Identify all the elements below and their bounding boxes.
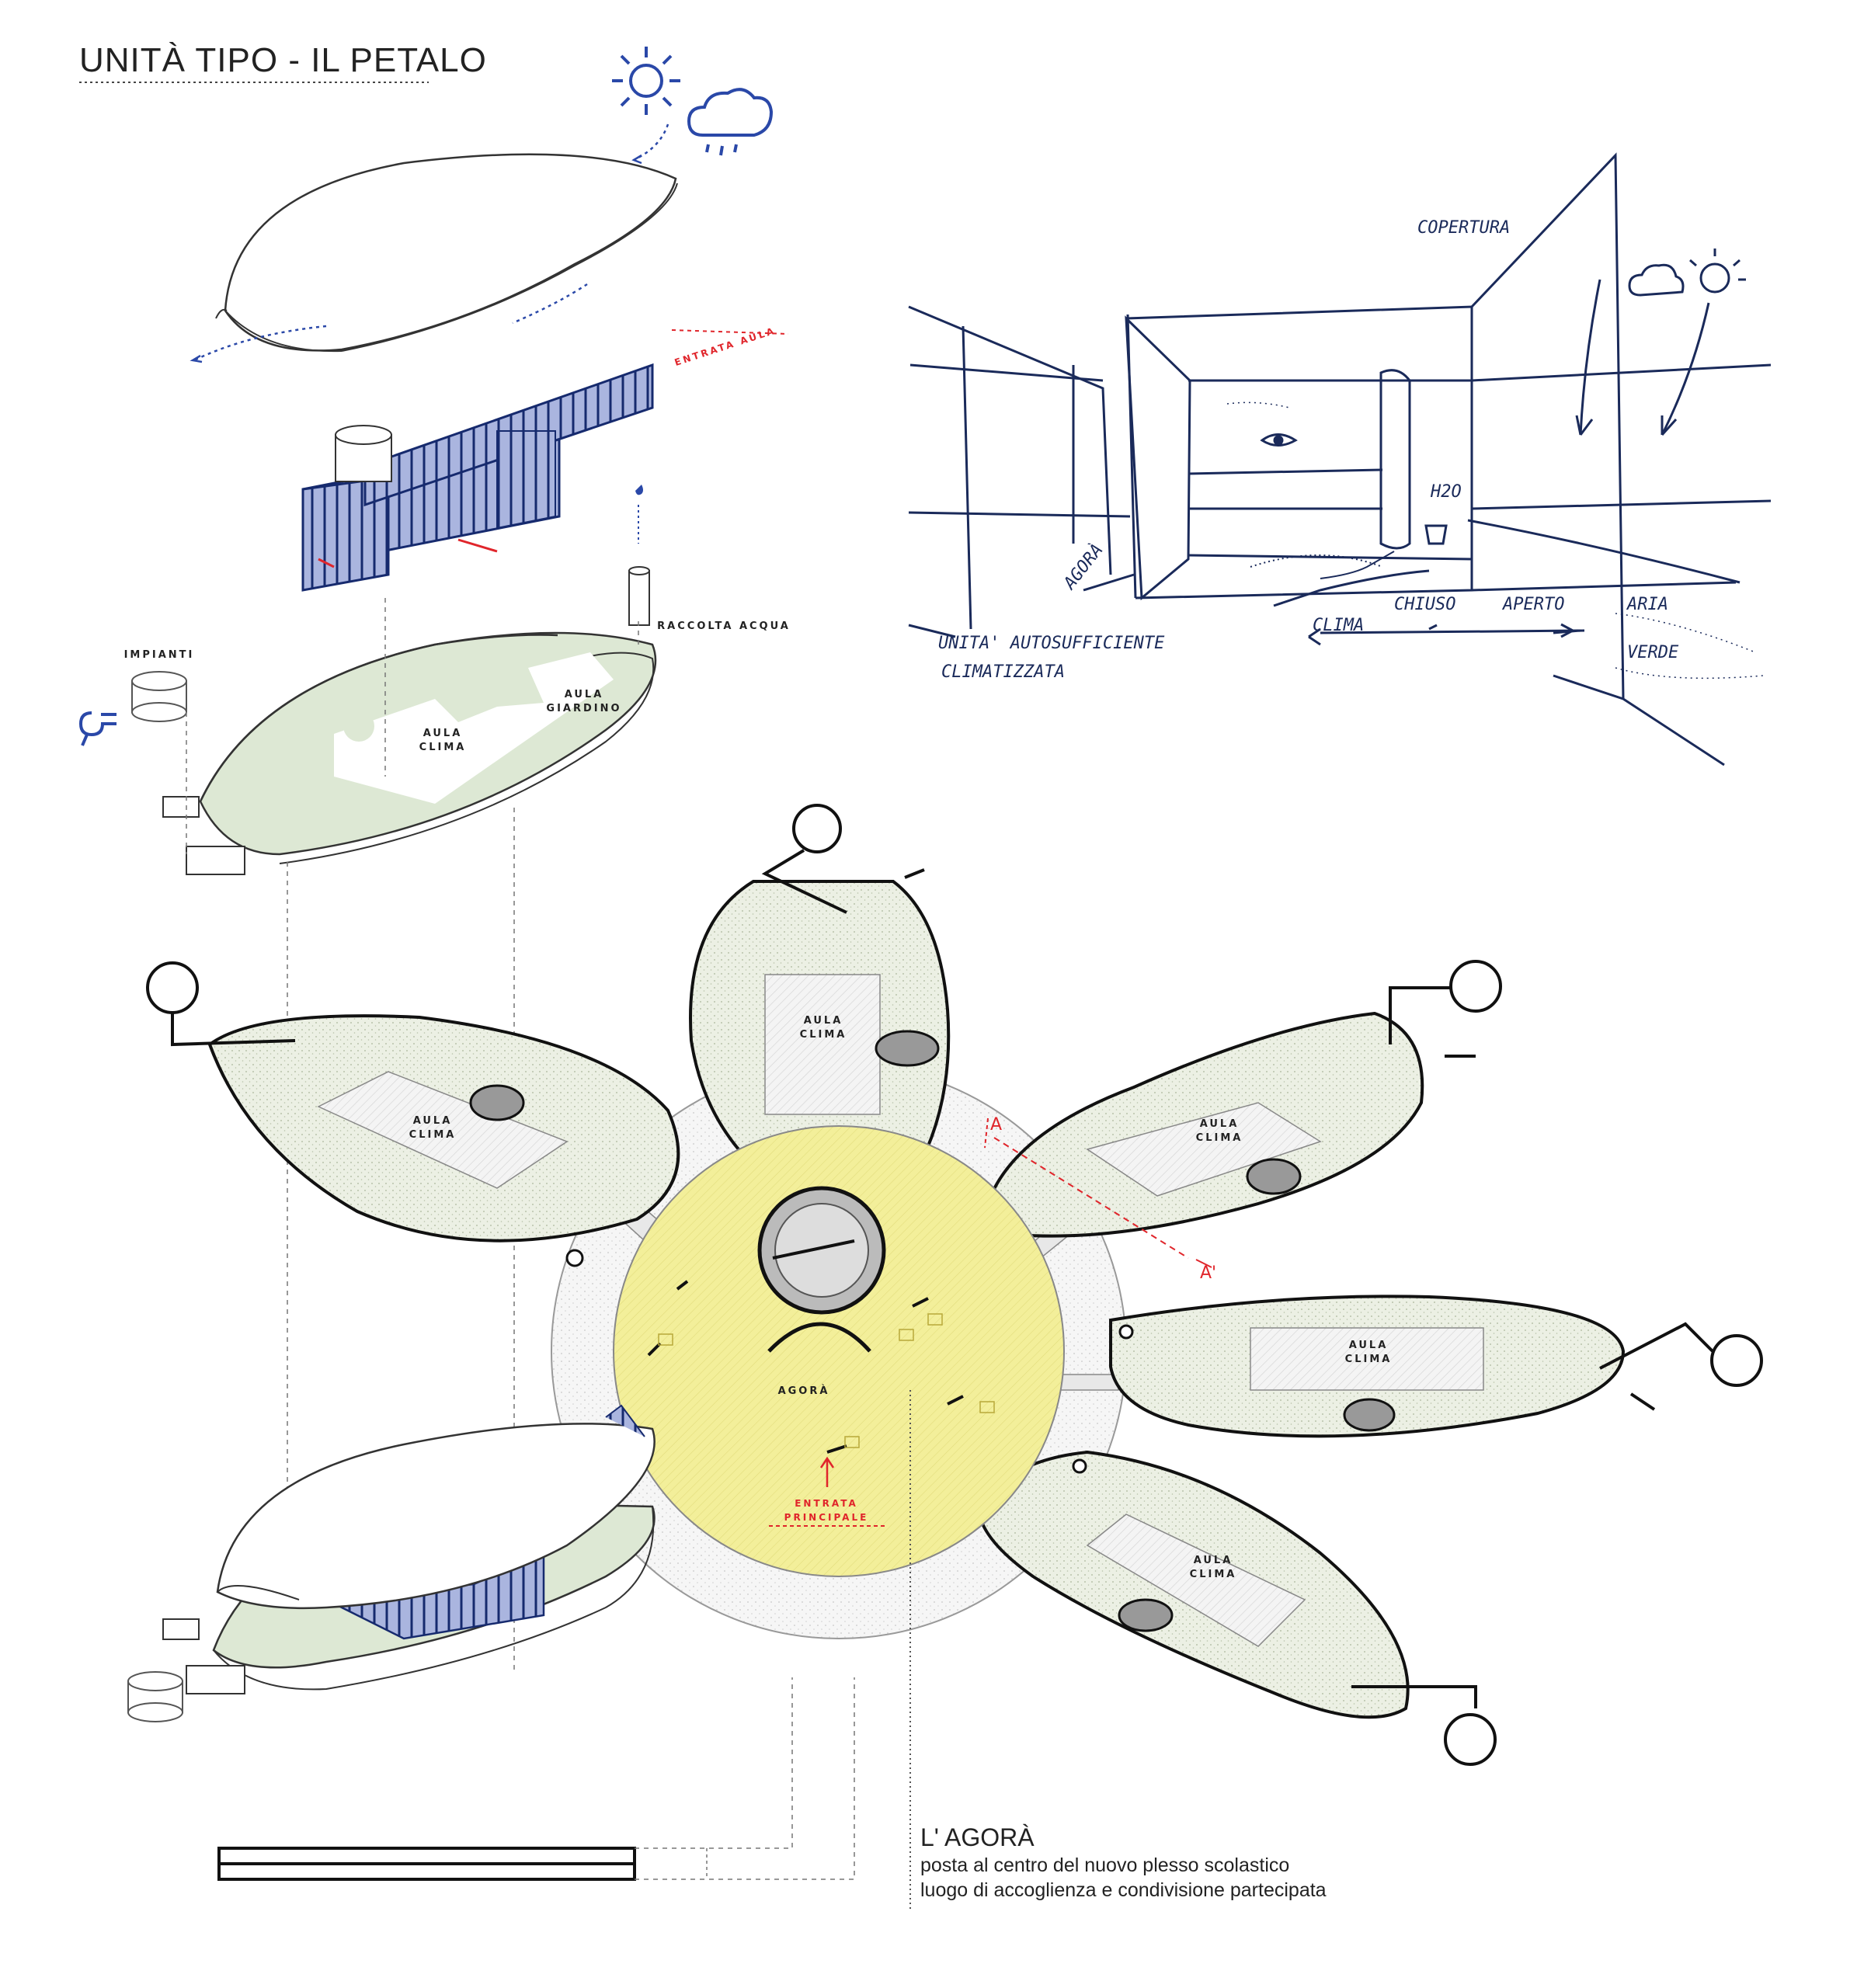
roof-shell xyxy=(190,153,678,363)
entrata-label: ENTRATA xyxy=(795,1498,858,1509)
assembled-axonometric xyxy=(127,1404,656,1722)
note-line-1: posta al centro del nuovo plesso scolast… xyxy=(920,1854,1289,1876)
rain-flow-arrow xyxy=(633,123,669,162)
energy-plug-icon xyxy=(78,711,116,746)
ur-aula-label: AULA xyxy=(1200,1118,1240,1130)
agora-label: AGORÀ xyxy=(778,1385,830,1397)
section-a-prime-label: A' xyxy=(1200,1263,1216,1283)
copertura-label: COPERTURA xyxy=(1417,218,1510,238)
water-runoff-arrow xyxy=(193,325,327,362)
petal-right: AULA CLIMA xyxy=(1109,1295,1763,1438)
note-line-2: luogo di accoglienza e condivisione part… xyxy=(920,1879,1327,1901)
cloud-rain-icon xyxy=(687,88,774,156)
clima-label: CLIMA xyxy=(1313,616,1364,635)
top-aula-label: AULA xyxy=(804,1015,843,1027)
impianti-unit: IMPIANTI xyxy=(78,649,195,746)
ur-clima-label: CLIMA xyxy=(1196,1132,1243,1144)
unita-label-2: CLIMATIZZATA xyxy=(941,662,1065,682)
sketch-sun-icon xyxy=(1699,262,1730,294)
base-petal: AULA CLIMA AULA GIARDINO xyxy=(162,631,657,875)
weather-icons xyxy=(610,45,774,165)
raccolta-acqua-label: RACCOLTA ACQUA xyxy=(657,620,791,632)
r-clima-label: CLIMA xyxy=(1345,1354,1393,1365)
sun-icon xyxy=(610,45,682,116)
water-collector: RACCOLTA ACQUA xyxy=(628,485,791,632)
bucket-icon xyxy=(1424,524,1448,545)
aula-giardino-label-1: AULA xyxy=(565,689,604,700)
main-entrance: ENTRATA PRINCIPALE xyxy=(769,1456,885,1527)
verde-label: VERDE xyxy=(1627,643,1679,662)
top-clima-label: CLIMA xyxy=(800,1029,847,1041)
aula-giardino-label-2: GIARDINO xyxy=(546,703,621,714)
principale-label: PRINCIPALE xyxy=(784,1512,869,1523)
scale-bar xyxy=(217,1390,911,1910)
aula-clima-label-1: AULA xyxy=(423,728,463,739)
agora-note: L' AGORÀ posta al centro del nuovo pless… xyxy=(920,1823,1327,1901)
section-a-label: A xyxy=(990,1115,1002,1135)
ul-aula-label: AULA xyxy=(413,1115,453,1127)
impianti-label: IMPIANTI xyxy=(124,649,195,661)
petal-upper-right: AULA CLIMA xyxy=(984,960,1502,1238)
lr-aula-label: AULA xyxy=(1194,1555,1233,1566)
water-drop-icon xyxy=(635,485,643,495)
aula-clima-label-2: CLIMA xyxy=(419,742,467,753)
glass-classroom-box xyxy=(301,363,654,592)
sketch-labels: COPERTURA AGORÀ H2O CHIUSO APERTO CLIMA … xyxy=(938,218,1679,682)
page-title: UNITÀ TIPO - IL PETALO xyxy=(79,41,487,79)
entrata-aula-label: ENTRATA AULA xyxy=(673,325,777,367)
aperto-label: APERTO xyxy=(1501,595,1564,614)
unita-label-1: UNITA' AUTOSUFFICIENTE xyxy=(938,634,1165,653)
flower-plan: AULA CLIMA AULA CLIMA AULA CLIMA xyxy=(146,804,1763,1766)
petal-upper-left: AULA CLIMA xyxy=(146,961,680,1267)
agora-core: AGORÀ xyxy=(613,1125,1065,1577)
h2o-label: H2O xyxy=(1430,482,1462,502)
exploded-axonometric: ENTRATA AULA RACCOLTA ACQUA IMPIANTI xyxy=(78,153,791,1670)
title-block: UNITÀ TIPO - IL PETALO xyxy=(79,41,487,83)
chiuso-label: CHIUSO xyxy=(1394,595,1455,614)
perspective-sketch xyxy=(908,152,1772,766)
sketch-cloud-icon xyxy=(1628,263,1685,297)
section-line-aa: A A' xyxy=(984,1115,1216,1283)
note-title: L' AGORÀ xyxy=(920,1823,1035,1851)
petal-top: AULA CLIMA xyxy=(689,804,951,1197)
lr-clima-label: CLIMA xyxy=(1190,1569,1237,1580)
aria-label: ARIA xyxy=(1626,595,1668,614)
eye-icon xyxy=(1260,433,1298,447)
petal-lower-right: AULA CLIMA xyxy=(976,1450,1497,1766)
water-runoff-arrow xyxy=(512,283,588,325)
ul-clima-label: CLIMA xyxy=(409,1129,457,1141)
r-aula-label: AULA xyxy=(1349,1340,1389,1351)
